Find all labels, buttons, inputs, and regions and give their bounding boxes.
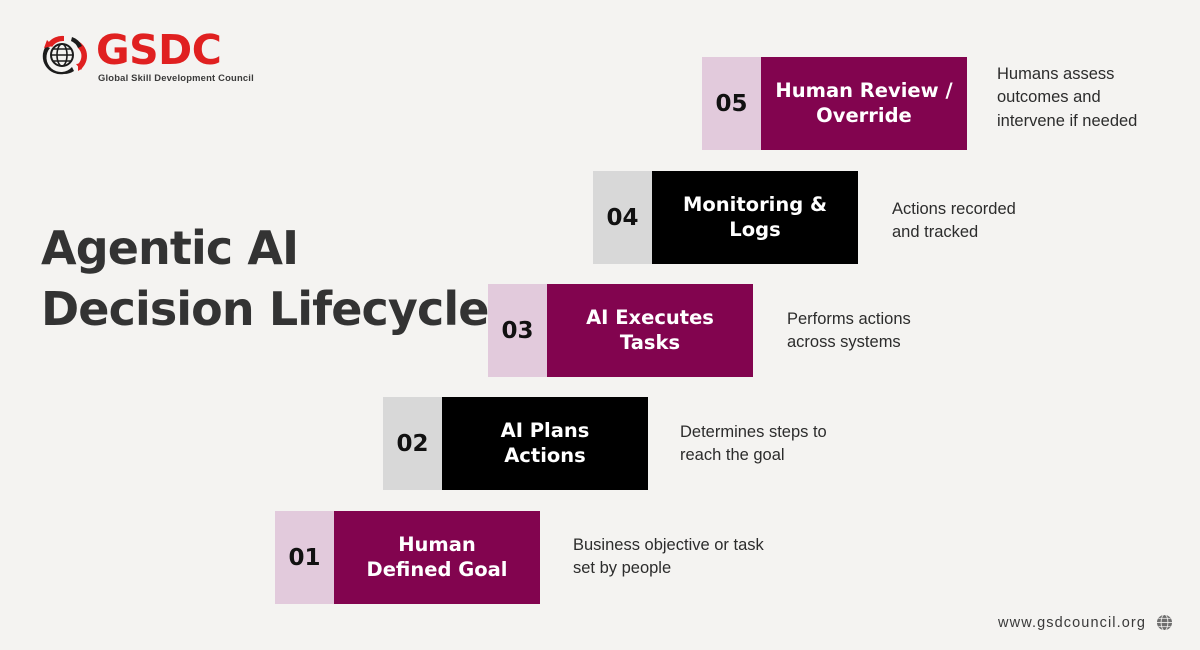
step-number-03: 03 [488, 284, 547, 377]
step-label-02: AI Plans Actions [442, 397, 648, 490]
gsdc-logo: GSDC Global Skill Development Council [38, 28, 254, 83]
step-number-01: 01 [275, 511, 334, 604]
globe-swoosh-icon [38, 30, 90, 82]
step-description-03: Performs actions across systems [787, 310, 911, 352]
globe-icon [1155, 613, 1174, 632]
step-number-05: 05 [702, 57, 761, 150]
step-label-01: Human Defined Goal [334, 511, 540, 604]
step-description-04: Actions recorded and tracked [892, 200, 1016, 242]
step-label-04: Monitoring & Logs [652, 171, 858, 264]
step-item-01: 01 Human Defined Goal [275, 511, 540, 604]
logo-wordmark: GSDC [96, 26, 222, 74]
step-number-02: 02 [383, 397, 442, 490]
logo-text-block: GSDC Global Skill Development Council [96, 28, 254, 83]
step-item-03: 03 AI Executes Tasks [488, 284, 753, 377]
step-item-02: 02 AI Plans Actions [383, 397, 648, 490]
step-description-05: Humans assess outcomes and intervene if … [997, 65, 1138, 130]
step-item-05: 05 Human Review / Override [702, 57, 967, 150]
step-description-01: Business objective or task set by people [573, 536, 764, 578]
logo-subtitle: Global Skill Development Council [98, 72, 254, 84]
step-label-05: Human Review / Override [761, 57, 967, 150]
step-label-03: AI Executes Tasks [547, 284, 753, 377]
footer-website-url[interactable]: www.gsdcouncil.org [998, 614, 1146, 631]
footer: www.gsdcouncil.org [998, 613, 1174, 632]
step-description-02: Determines steps to reach the goal [680, 423, 827, 465]
step-number-04: 04 [593, 171, 652, 264]
page-title: Agentic AI Decision Lifecycle [41, 221, 489, 336]
step-item-04: 04 Monitoring & Logs [593, 171, 858, 264]
